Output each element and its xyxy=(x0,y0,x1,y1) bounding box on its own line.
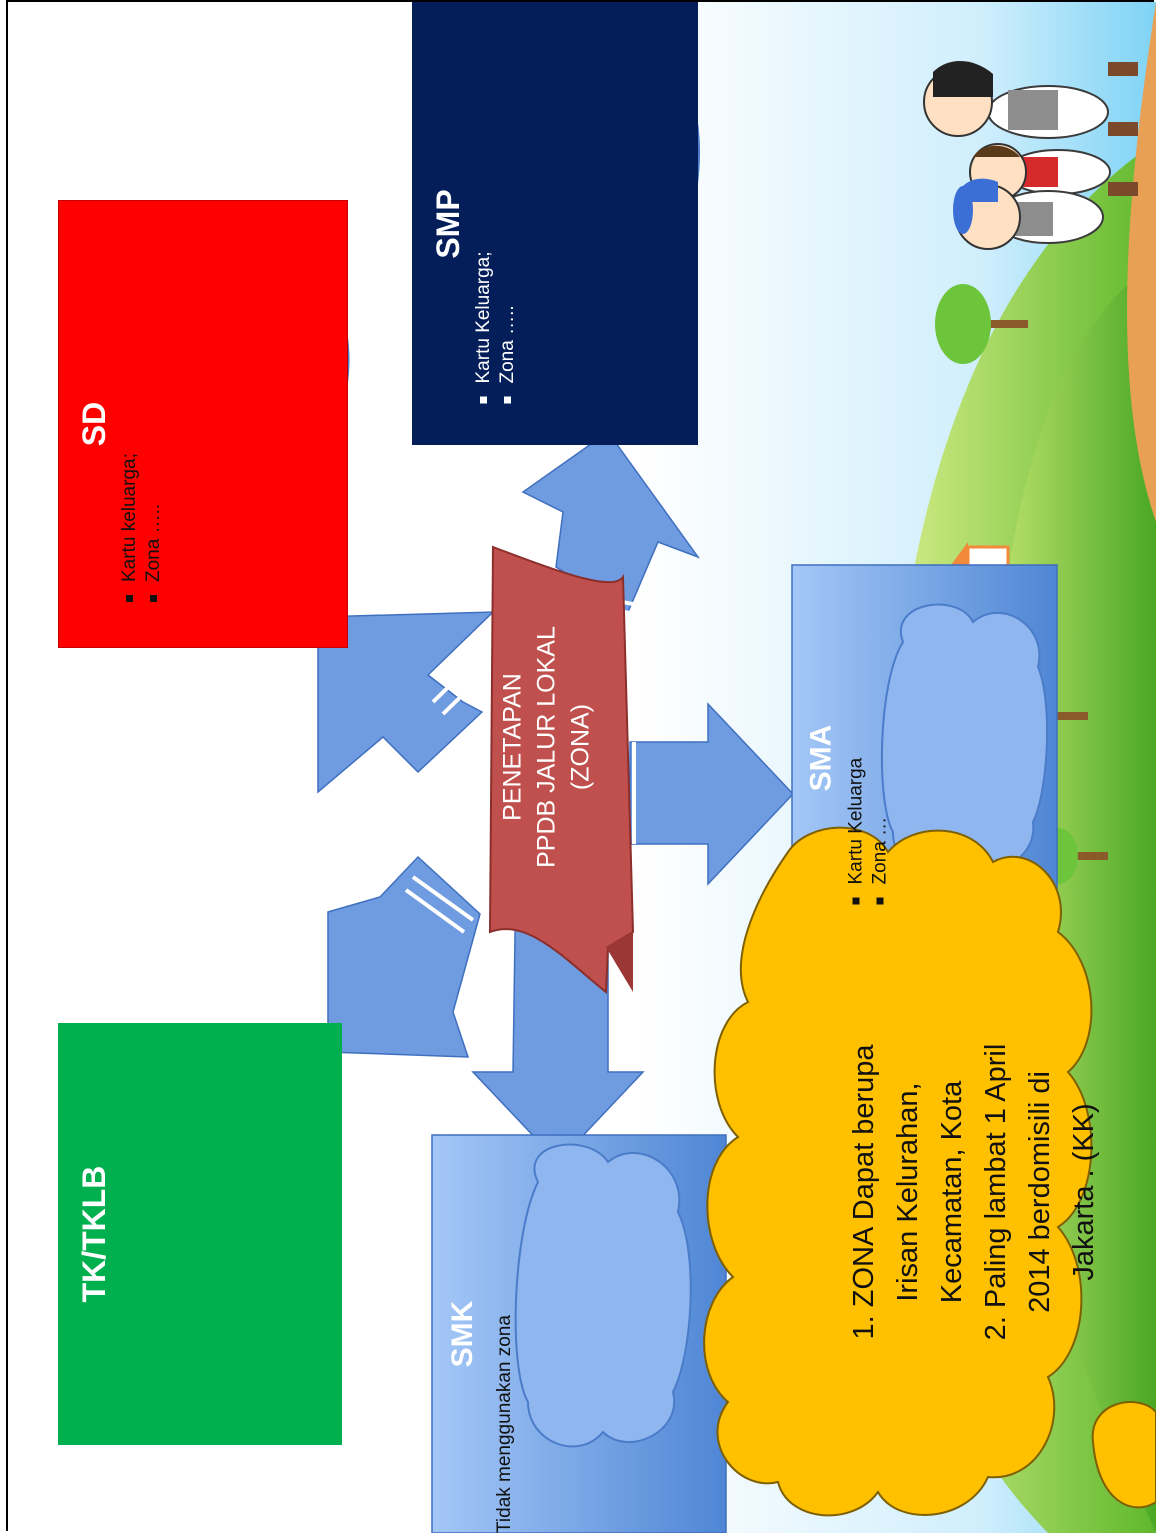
smk-title: SMK xyxy=(446,1300,479,1368)
callout-line-3: Kecamatan, Kota xyxy=(936,1080,968,1304)
list-item: Zona … xyxy=(868,757,892,908)
smp-requirements: Kartu Keluarga; Zona ….. xyxy=(472,251,520,407)
callout-line-1: 1. ZONA Dapat berupa xyxy=(848,1044,880,1340)
smp-box: SMP Kartu Keluarga; Zona ….. xyxy=(412,2,698,445)
smk-box: SMK Tidak menggunakan zona xyxy=(432,1135,726,1533)
list-item: Zona ….. xyxy=(142,453,166,606)
list-item: Zona ….. xyxy=(496,251,520,407)
banner-line-3: (ZONA) xyxy=(566,703,593,791)
callout-line-6: Jakarta . (KK) xyxy=(1068,1103,1100,1281)
banner-line-2: PPDB JALUR LOKAL xyxy=(532,626,560,868)
zona-callout: 1. ZONA Dapat berupa Irisan Kelurahan, K… xyxy=(818,892,1138,1492)
callout-line-4: 2. Paling lambat 1 April xyxy=(980,1043,1012,1341)
school-children-illustration xyxy=(923,60,1138,250)
list-item: Kartu Keluarga xyxy=(844,757,868,908)
callout-cloud xyxy=(703,826,1156,1517)
sd-requirements: Kartu keluarga; Zona ….. xyxy=(118,453,166,606)
smk-note: Tidak menggunakan zona xyxy=(494,1315,515,1533)
callout-line-5: 2014 berdomisili di xyxy=(1024,1071,1056,1313)
list-item: Kartu keluarga; xyxy=(118,453,142,606)
tk-box: TK/TKLB xyxy=(58,1023,342,1445)
smp-title: SMP xyxy=(430,188,466,259)
banner-line-1: PENETAPAN xyxy=(498,673,526,821)
callout-line-2: Irisan Kelurahan, xyxy=(892,1082,924,1302)
sd-box: SD Kartu keluarga; Zona ….. xyxy=(58,200,348,648)
tk-title: TK/TKLB xyxy=(76,1165,112,1303)
list-item: Kartu Keluarga; xyxy=(472,251,496,407)
slide-frame: SD Kartu keluarga; Zona ….. SMP Kartu Ke… xyxy=(6,0,1156,1533)
ppdb-banner: PENETAPAN PPDB JALUR LOKAL (ZONA) xyxy=(493,562,628,932)
sma-requirements: Kartu Keluarga Zona … xyxy=(844,757,892,908)
sd-title: SD xyxy=(76,401,112,447)
